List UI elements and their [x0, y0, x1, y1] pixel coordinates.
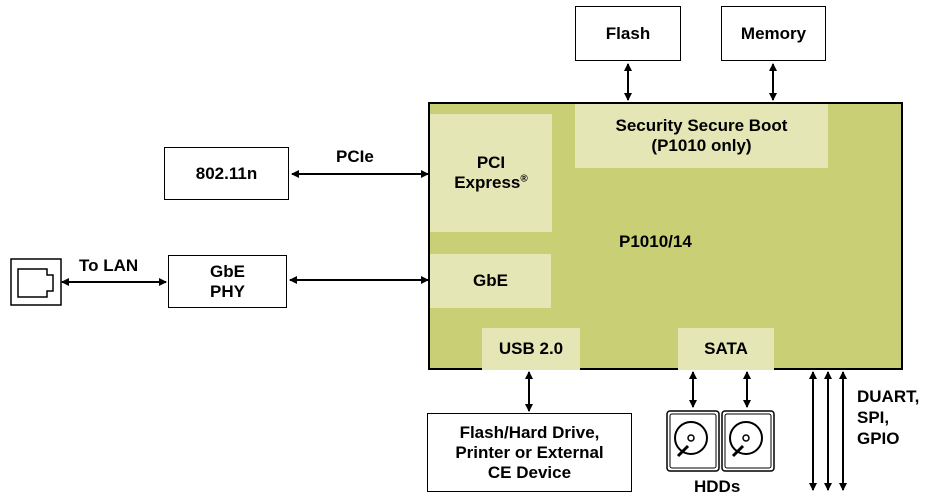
chip-name: P1010/14 [619, 232, 692, 251]
memory-box: Memory [721, 6, 826, 61]
usb-device-box: Flash/Hard Drive, Printer or External CE… [427, 413, 632, 492]
gbe-block: GbE [430, 254, 551, 308]
gbe-phy-box: GbE PHY [168, 255, 287, 308]
hdds-label: HDDs [694, 477, 741, 496]
sata-block: SATA [678, 328, 774, 370]
security-block: Security Secure Boot (P1010 only) [575, 104, 828, 168]
pcie-link-label: PCIe [336, 147, 374, 166]
hard-disk-icon [666, 410, 720, 472]
wifi-box: 802.11n [164, 147, 289, 200]
usb-block: USB 2.0 [482, 328, 580, 370]
p1010-chip: PCI Express® Security Secure Boot (P1010… [428, 102, 903, 370]
registered-mark: ® [520, 173, 528, 185]
hard-disk-icon [721, 410, 775, 472]
pci-label: PCI [476, 153, 506, 172]
ethernet-jack-icon [10, 258, 62, 306]
serial-interfaces-label: DUART, SPI, GPIO [857, 387, 920, 448]
pci-express-block: PCI Express® [430, 114, 552, 232]
flash-box: Flash [575, 6, 681, 61]
express-label: Express® [454, 173, 528, 192]
to-lan-label: To LAN [79, 256, 139, 275]
